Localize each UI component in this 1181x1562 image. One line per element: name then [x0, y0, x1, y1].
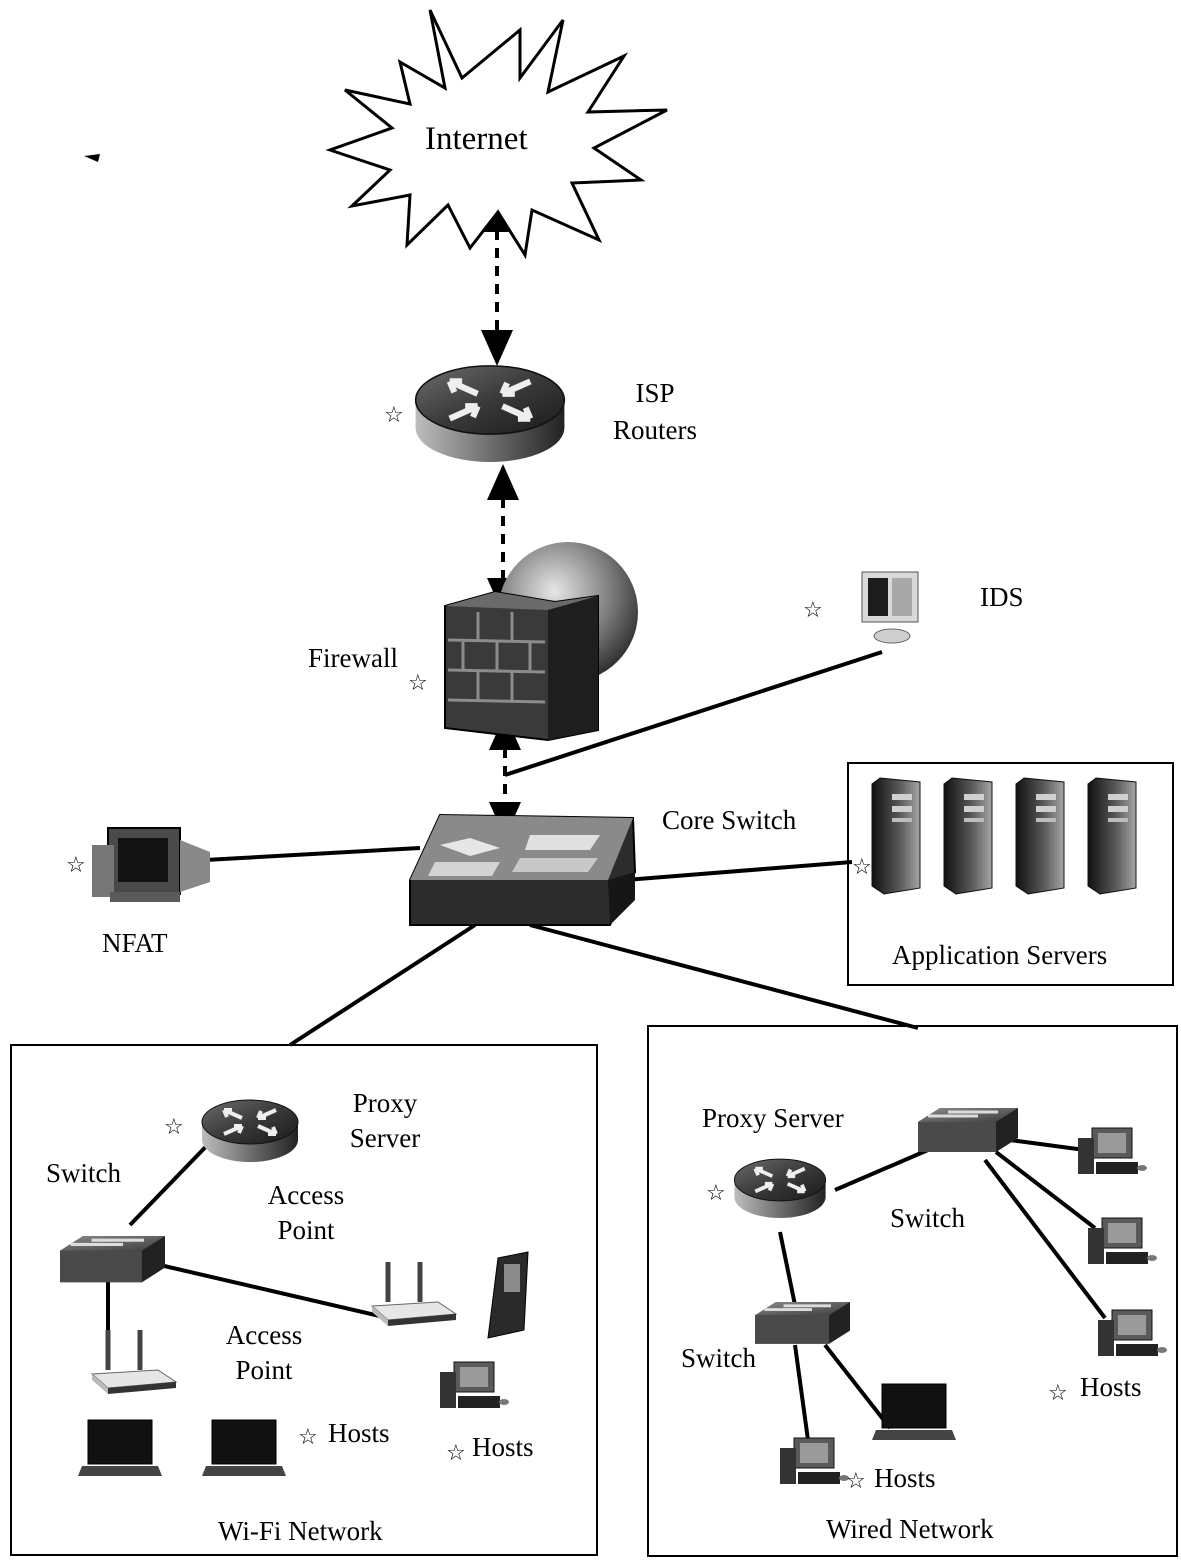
- desktop-pc-icon: [1088, 1218, 1157, 1264]
- wifi-hosts-label-1: Hosts: [328, 1418, 390, 1449]
- wired-proxy-marker-icon: ☆: [706, 1178, 726, 1209]
- ids-icon: [862, 572, 918, 643]
- internet-label: Internet: [425, 120, 528, 158]
- core-switch-label: Core Switch: [662, 805, 796, 836]
- wifi-uplink: [290, 925, 475, 1045]
- wifi-hosts-label-2: Hosts: [472, 1432, 534, 1463]
- wifi-proxy-line2: Server: [340, 1123, 430, 1154]
- wifi-proxy-line1: Proxy: [340, 1088, 430, 1119]
- wifi-ap2-line1: Access: [214, 1320, 314, 1351]
- wifi-access-point-label-1: Access Point: [256, 1180, 356, 1246]
- isp-label-line1: ISP: [600, 378, 710, 409]
- wifi-ap2-line2: Point: [214, 1355, 314, 1386]
- desktop-pc-icon: [1098, 1310, 1167, 1356]
- application-servers-label: Application Servers: [892, 940, 1107, 971]
- wifi-network-label: Wi-Fi Network: [218, 1516, 383, 1547]
- firewall-icon: [445, 542, 638, 740]
- access-point-icon: [92, 1330, 176, 1394]
- desktop-pc-icon: [1078, 1128, 1147, 1174]
- servers-marker-icon: ☆: [852, 852, 872, 883]
- laptop-icon: [202, 1420, 286, 1476]
- server-tower-icon: [1016, 778, 1064, 894]
- wifi-proxy-server-label: Proxy Server: [340, 1088, 430, 1154]
- wifi-ap1-line2: Point: [256, 1215, 356, 1246]
- desktop-pc-icon: [440, 1362, 509, 1408]
- wifi-proxy-marker-icon: ☆: [164, 1112, 184, 1143]
- core-switch-icon: [410, 815, 635, 925]
- ids-marker-icon: ☆: [803, 595, 823, 626]
- wired-switch-icon: [918, 1108, 1018, 1152]
- server-tower-icon: [872, 778, 920, 894]
- wired-hosts1-marker-icon: ☆: [846, 1466, 866, 1497]
- wired-uplink: [530, 925, 918, 1028]
- access-point-icon: [372, 1262, 456, 1326]
- wired-hosts2-marker-icon: ☆: [1048, 1378, 1068, 1409]
- laptop-icon: [872, 1384, 956, 1440]
- isp-marker-icon: ☆: [384, 400, 404, 431]
- wired-switch-label-2: Switch: [681, 1343, 756, 1374]
- server-tower-icon: [944, 778, 992, 894]
- wifi-hosts2-marker-icon: ☆: [446, 1438, 466, 1469]
- wifi-hosts1-marker-icon: ☆: [298, 1422, 318, 1453]
- wifi-access-point-label-2: Access Point: [214, 1320, 314, 1386]
- isp-router-icon: [416, 366, 565, 462]
- wired-proxy-server-label: Proxy Server: [702, 1103, 844, 1134]
- desktop-pc-icon: [780, 1438, 849, 1484]
- server-tower-icon: [1088, 778, 1136, 894]
- servers-link: [625, 862, 852, 880]
- laptop-icon: [78, 1420, 162, 1476]
- isp-label-line2: Routers: [600, 415, 710, 446]
- firewall-marker-icon: ☆: [408, 668, 428, 699]
- nfat-link: [205, 848, 420, 860]
- nfat-label: NFAT: [102, 928, 168, 959]
- wired-network-label: Wired Network: [826, 1514, 994, 1545]
- wired-hosts-label-1: Hosts: [874, 1463, 936, 1494]
- wifi-ap1-line1: Access: [256, 1180, 356, 1211]
- wifi-switch-icon: [60, 1236, 165, 1282]
- wifi-proxy-router-icon: [202, 1100, 298, 1162]
- wired-switch-icon: [755, 1302, 850, 1344]
- firewall-label: Firewall: [308, 643, 398, 674]
- isp-routers-label: ISP Routers: [600, 378, 710, 446]
- nfat-marker-icon: ☆: [66, 850, 86, 881]
- nfat-icon: [92, 828, 210, 902]
- wired-hosts-label-2: Hosts: [1080, 1372, 1142, 1403]
- wired-proxy-router-icon: [734, 1159, 825, 1218]
- mobile-phone-icon: [488, 1252, 528, 1338]
- ids-label: IDS: [980, 582, 1024, 613]
- wifi-switch-label: Switch: [46, 1158, 121, 1189]
- wired-switch-label-1: Switch: [890, 1203, 965, 1234]
